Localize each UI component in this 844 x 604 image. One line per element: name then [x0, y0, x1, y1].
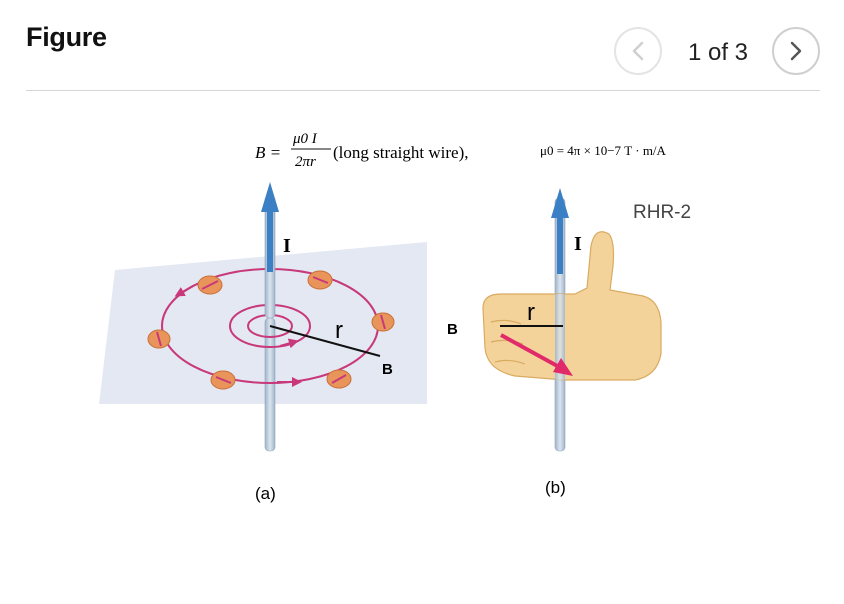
panel-caption: (a): [255, 484, 276, 503]
equation-note: (long straight wire),: [333, 143, 469, 162]
panel-b: RHR-2 I r B (b): [447, 188, 691, 497]
equation-numerator: μ0 I: [292, 131, 318, 147]
field-label: B: [447, 321, 458, 338]
figure-counter: 1 of 3: [687, 39, 749, 66]
compass-pointers: [156, 276, 386, 384]
next-button[interactable]: [772, 27, 820, 75]
radius-line: [269, 325, 381, 357]
chevron-left-icon: [632, 41, 644, 61]
hand-icon: [482, 231, 662, 381]
field-vector: [500, 333, 562, 370]
panel-a: r B I (a): [99, 182, 427, 503]
equation-constant: μ0 = 4π × 10−7 T · m/A: [540, 143, 667, 158]
magnetic-field-figure: B = μ0 I 2πr (long straight wire), μ0 = …: [99, 131, 691, 503]
current-arrow-icon: [261, 182, 279, 212]
current-arrow-shaft: [557, 214, 563, 274]
current-arrow-shaft: [267, 210, 273, 272]
radius-label: r: [527, 299, 535, 326]
equation-lhs: B =: [255, 143, 281, 162]
field-arrow: [279, 338, 299, 349]
chevron-right-icon: [790, 41, 802, 61]
field-arrow: [174, 285, 194, 297]
field-arrow-icon: [553, 358, 573, 376]
panel-caption: (b): [545, 478, 566, 497]
field-label: B: [382, 361, 393, 378]
wire-front: [555, 294, 565, 380]
previous-button[interactable]: [614, 27, 662, 75]
equation-denominator: 2πr: [295, 154, 316, 170]
header-divider: [26, 90, 820, 91]
radius-label: r: [335, 317, 343, 344]
field-equation: B = μ0 I 2πr (long straight wire), μ0 = …: [255, 131, 667, 170]
current-arrow-icon: [551, 188, 569, 218]
current-label: I: [574, 233, 582, 255]
page-title: Figure: [26, 22, 107, 52]
plane: [99, 242, 427, 404]
rule-label: RHR-2: [633, 202, 691, 223]
current-label: I: [283, 235, 291, 257]
